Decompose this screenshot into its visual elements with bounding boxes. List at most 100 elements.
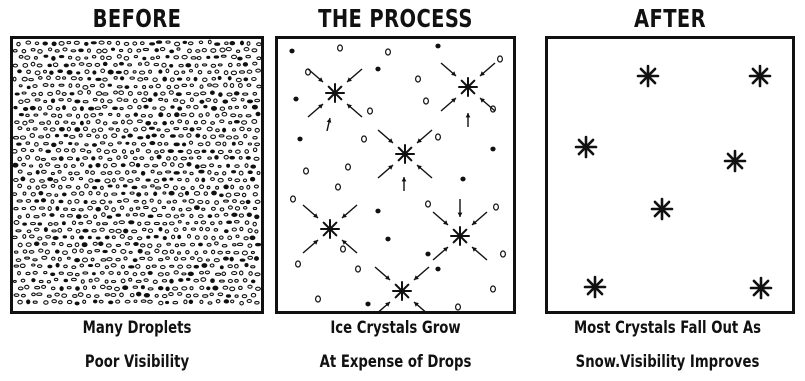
droplet-icon [162, 162, 166, 166]
droplet-icon [73, 249, 77, 253]
droplet-icon [80, 149, 85, 152]
droplet-icon [130, 294, 134, 297]
droplet-icon [67, 287, 71, 289]
droplet-field [13, 39, 261, 311]
droplet-icon [101, 259, 106, 261]
droplet-icon [211, 178, 215, 181]
droplet-icon [13, 236, 17, 238]
droplet-icon [137, 292, 141, 296]
panel-before [10, 36, 264, 314]
droplet-icon [491, 147, 495, 151]
droplet-icon [48, 64, 51, 66]
droplet-icon [157, 155, 161, 159]
droplet-icon [174, 143, 179, 146]
droplet-icon [52, 230, 56, 232]
droplet-icon [105, 206, 108, 210]
droplet-icon [101, 99, 104, 103]
arrow-icon [347, 104, 362, 117]
droplet-icon [83, 86, 88, 90]
droplet-icon [67, 214, 72, 217]
droplet-icon [100, 142, 104, 144]
droplet-icon [83, 258, 88, 262]
droplet-icon [211, 279, 215, 283]
droplet-icon [83, 300, 86, 303]
droplet-icon [30, 134, 34, 138]
droplet-icon [48, 223, 52, 226]
droplet-icon [183, 143, 186, 146]
droplet-icon [122, 150, 125, 154]
droplet-icon [166, 301, 169, 303]
droplet-icon [155, 249, 159, 252]
droplet-icon [189, 300, 192, 303]
droplet-icon [189, 141, 192, 144]
droplet-icon [174, 271, 178, 274]
droplet-icon [22, 92, 26, 94]
droplet-icon [228, 280, 232, 283]
droplet-icon [13, 50, 17, 52]
droplet-icon [235, 121, 240, 123]
droplet-icon [188, 234, 191, 238]
droplet-icon [68, 99, 72, 102]
droplet-icon [99, 113, 103, 115]
arrow-icon [480, 98, 495, 111]
droplet-icon [54, 223, 58, 226]
arrow-icon [342, 205, 357, 218]
droplet-icon [18, 287, 23, 290]
droplet-icon [227, 221, 232, 223]
droplet-icon [117, 272, 120, 275]
droplet-icon [64, 149, 68, 152]
droplet-icon [225, 42, 228, 44]
droplet-icon [89, 165, 92, 168]
droplet-icon [166, 171, 171, 173]
droplet-icon [14, 280, 17, 282]
caption-before-line1: Many Droplets [38, 318, 236, 338]
droplet-icon [103, 93, 108, 95]
droplet-icon [71, 122, 75, 124]
droplet-icon [105, 179, 110, 183]
droplet-icon [80, 107, 83, 111]
droplet-icon [223, 286, 228, 289]
droplet-icon [121, 77, 124, 80]
droplet-icon [201, 120, 205, 123]
droplet-icon [79, 134, 82, 137]
droplet-icon [212, 236, 215, 240]
droplet-icon [96, 78, 101, 80]
droplet-icon [26, 142, 30, 144]
droplet-icon [34, 216, 39, 218]
droplet-icon [124, 57, 129, 61]
droplet-icon [35, 286, 40, 288]
droplet-icon [56, 207, 59, 211]
droplet-icon [158, 273, 163, 276]
droplet-icon [218, 165, 221, 167]
arrow-icon [441, 63, 456, 76]
droplet-icon [51, 200, 54, 204]
droplet-icon [224, 185, 228, 189]
droplet-icon [108, 70, 113, 74]
droplet-icon [229, 63, 233, 66]
droplet-icon [55, 121, 58, 124]
droplet-icon [116, 214, 120, 216]
droplet-icon [104, 150, 109, 153]
droplet-icon [108, 185, 112, 187]
droplet-icon [81, 280, 84, 283]
droplet-icon [125, 86, 129, 89]
droplet-icon [83, 157, 88, 160]
droplet-icon [72, 266, 76, 269]
droplet-icon [82, 243, 87, 247]
droplet-icon [171, 163, 175, 167]
droplet-icon [161, 92, 165, 95]
droplet-icon [13, 77, 16, 81]
droplet-icon [456, 304, 461, 310]
droplet-icon [182, 273, 186, 275]
droplet-icon [67, 273, 72, 276]
droplet-icon [223, 128, 226, 132]
droplet-icon [376, 67, 380, 71]
droplet-icon [59, 157, 63, 161]
droplet-icon [19, 85, 22, 87]
droplet-icon [255, 301, 259, 304]
droplet-icon [56, 91, 60, 95]
ice-crystal-icon [459, 78, 477, 96]
droplet-icon [121, 164, 125, 167]
arrow-icon [375, 302, 390, 311]
droplet-icon [43, 42, 47, 45]
